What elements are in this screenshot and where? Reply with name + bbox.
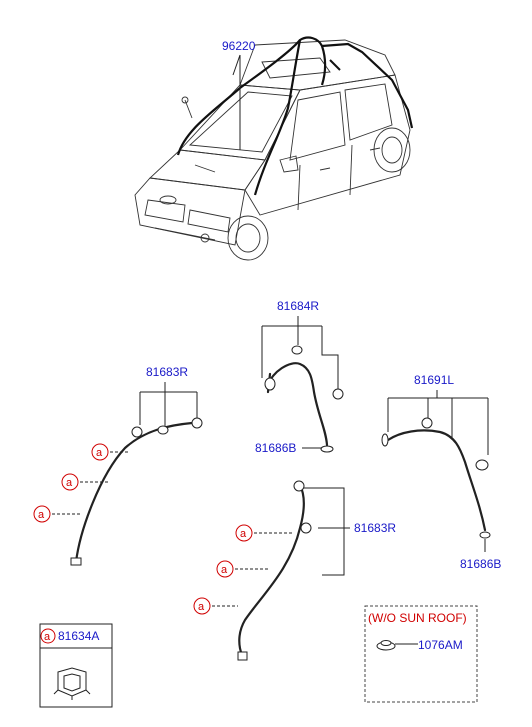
leader-81691L bbox=[387, 390, 489, 455]
hose-81691L bbox=[386, 429, 487, 532]
svg-text:a: a bbox=[198, 601, 205, 613]
ref-marker: a bbox=[91, 443, 109, 461]
svg-text:a: a bbox=[96, 447, 103, 459]
svg-text:a: a bbox=[66, 477, 73, 489]
leader-81684R bbox=[261, 316, 339, 390]
grommet-icon bbox=[320, 445, 334, 453]
clip-icon bbox=[381, 433, 389, 447]
leader-81683R-center bbox=[298, 487, 350, 576]
ref-marker: a bbox=[193, 597, 211, 615]
hose-81684R bbox=[266, 362, 329, 447]
part-label-96220: 96220 bbox=[222, 39, 256, 53]
clip-icon bbox=[293, 480, 305, 492]
svg-text:a: a bbox=[38, 509, 45, 521]
car-illustration bbox=[134, 36, 414, 261]
ref-marker: a bbox=[216, 560, 234, 578]
clip-icon bbox=[291, 345, 303, 355]
leader-96220-b bbox=[232, 54, 241, 76]
svg-text:a: a bbox=[240, 528, 247, 540]
clip-legend-box: a 81634A bbox=[39, 623, 113, 708]
hose-end-icon bbox=[237, 651, 248, 661]
part-label-81686B-center: 81686B bbox=[255, 441, 296, 455]
clip-icon bbox=[300, 522, 312, 534]
part-label-81684R: 81684R bbox=[277, 299, 319, 313]
hose-81683R-center bbox=[238, 483, 305, 657]
clip-icon bbox=[332, 388, 344, 400]
sunroof-note-box: (W/O SUN ROOF) 1076AM bbox=[364, 605, 478, 703]
clip-icon bbox=[157, 425, 169, 435]
hose-81683R-left bbox=[74, 421, 194, 564]
ref-marker: a bbox=[235, 524, 253, 542]
clip-icon bbox=[421, 417, 433, 429]
clip-icon bbox=[264, 377, 276, 391]
part-label-81686B-right: 81686B bbox=[460, 557, 501, 571]
hose-end-icon bbox=[70, 557, 82, 566]
part-label-81691L: 81691L bbox=[414, 373, 454, 387]
svg-text:a: a bbox=[221, 564, 228, 576]
part-label-81634A: 81634A bbox=[58, 629, 99, 643]
sunroof-note: (W/O SUN ROOF) bbox=[368, 611, 467, 625]
part-label-1076AM: 1076AM bbox=[418, 638, 463, 652]
part-label-81683R-center: 81683R bbox=[354, 521, 396, 535]
leader-81683R-left bbox=[139, 382, 198, 428]
clip-icon bbox=[475, 459, 489, 471]
ref-marker: a bbox=[61, 473, 79, 491]
ref-marker: a bbox=[44, 631, 51, 643]
plug-icon bbox=[380, 640, 392, 646]
clip-icon bbox=[131, 426, 143, 438]
part-label-81683R-left: 81683R bbox=[146, 365, 188, 379]
clip-icon bbox=[53, 667, 91, 700]
clip-icon bbox=[191, 417, 203, 429]
ref-marker: a bbox=[33, 505, 51, 523]
grommet-icon bbox=[479, 531, 491, 539]
